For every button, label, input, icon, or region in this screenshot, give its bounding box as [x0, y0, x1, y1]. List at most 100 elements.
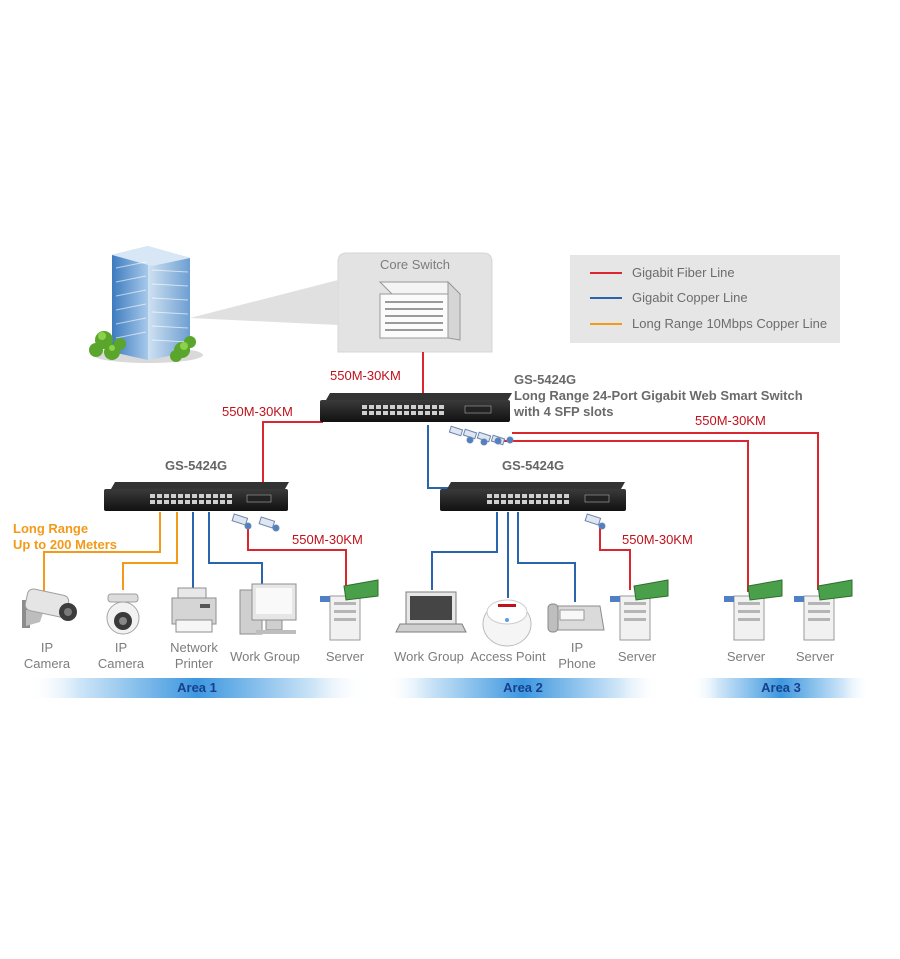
switch-port: [362, 405, 367, 409]
area3-server-1-icon: [724, 579, 783, 641]
main-switch-description-line2: with 4 SFP slots: [514, 404, 614, 419]
switch-port: [564, 500, 569, 504]
switch-port: [390, 405, 395, 409]
switch-port: [550, 494, 555, 498]
label-ip-phone-line2: Phone: [558, 656, 596, 671]
switch-port: [362, 411, 367, 415]
main-to-area3-server1-fiber: [500, 440, 749, 592]
switch-port: [536, 500, 541, 504]
switch-port: [543, 500, 548, 504]
area2-switch-label: GS-5424G: [502, 458, 565, 473]
sfp-modules-main: [448, 425, 514, 446]
label-area3-server-2: Server: [795, 649, 835, 664]
label-ip-camera-2-line2: Camera: [97, 656, 145, 671]
distance-area1-server: 550M-30KM: [292, 532, 363, 547]
switch-port: [543, 494, 548, 498]
main-to-area1-fiber: [262, 421, 323, 485]
switch-port: [150, 494, 155, 498]
switch-port: [206, 500, 211, 504]
distance-core-to-main: 550M-30KM: [330, 368, 401, 383]
distance-main-to-area1: 550M-30KM: [222, 404, 293, 419]
area-2-label: Area 2: [386, 678, 660, 698]
area1-server-icon: [320, 579, 379, 641]
label-network-printer-line1: Network: [170, 640, 218, 655]
switch-port: [178, 500, 183, 504]
core-switch-icon: [378, 280, 462, 341]
area-1-bar: [28, 678, 366, 698]
switch-port: [425, 411, 430, 415]
area-2-bar: [386, 678, 660, 698]
area1-camera1-longrange: [43, 512, 161, 593]
switch-port: [206, 494, 211, 498]
work-group-pc-icon: [239, 583, 297, 635]
switch-port: [192, 494, 197, 498]
area1-server-fiber: [247, 528, 347, 590]
core-switch-label: Core Switch: [379, 257, 451, 272]
area-3-label: Area 3: [692, 678, 870, 698]
area-1-label: Area 1: [28, 678, 366, 698]
main-to-area3-server2-fiber: [512, 432, 819, 590]
area2-workgroup-copper: [431, 512, 498, 590]
switch-port: [185, 500, 190, 504]
area-3-bar: [692, 678, 870, 698]
switch-port: [508, 500, 513, 504]
label-access-point: Access Point: [470, 649, 546, 664]
switch-port: [439, 411, 444, 415]
switch-port: [199, 494, 204, 498]
label-ip-phone-line1: IP: [570, 640, 584, 655]
switch-port: [522, 494, 527, 498]
switch-port: [164, 494, 169, 498]
switch-port: [501, 494, 506, 498]
label-ip-camera-1-line2: Camera: [23, 656, 71, 671]
switch-port: [376, 411, 381, 415]
legend-fiber-swatch: [590, 272, 622, 274]
switch-port: [515, 494, 520, 498]
switch-port: [418, 411, 423, 415]
label-ip-camera-1: IP Camera: [12, 640, 82, 672]
ip-camera-dome-icon: [106, 593, 140, 635]
label-ip-camera-2-line1: IP: [114, 640, 128, 655]
switch-port: [536, 494, 541, 498]
switch-port: [213, 494, 218, 498]
switch-port: [494, 500, 499, 504]
switch-port: [439, 405, 444, 409]
area-1-text: Area 1: [177, 680, 217, 695]
switch-port: [564, 494, 569, 498]
distance-area2-server: 550M-30KM: [622, 532, 693, 547]
legend-box: [570, 255, 840, 343]
switch-port: [227, 494, 232, 498]
label-area1-server: Server: [325, 649, 365, 664]
label-area3-server-1: Server: [726, 649, 766, 664]
area3-server-2-icon: [794, 579, 853, 641]
switch-port: [411, 405, 416, 409]
connections: [43, 352, 819, 602]
label-ip-phone: IP Phone: [547, 640, 607, 672]
switch-port: [171, 494, 176, 498]
switch-port: [164, 500, 169, 504]
area1-workgroup-copper: [208, 512, 263, 585]
switch-port: [411, 411, 416, 415]
switch-port: [487, 500, 492, 504]
switch-port: [157, 494, 162, 498]
switch-port: [199, 500, 204, 504]
legend-fiber-label: Gigabit Fiber Line: [632, 265, 735, 280]
switch-port: [487, 494, 492, 498]
area1-camera2-longrange: [122, 512, 178, 590]
legend-long-range-label: Long Range 10Mbps Copper Line: [632, 316, 828, 331]
switch-port: [369, 405, 374, 409]
label-ip-camera-1-line1: IP: [40, 640, 54, 655]
switch-port: [432, 411, 437, 415]
switch-port: [213, 500, 218, 504]
area2-server-fiber: [599, 528, 631, 590]
switch-port: [227, 500, 232, 504]
switch-port: [508, 494, 513, 498]
long-range-note-line2: Up to 200 Meters: [13, 537, 118, 552]
label-network-printer-line2: Printer: [174, 656, 214, 671]
switch-port: [220, 494, 225, 498]
switch-port: [529, 500, 534, 504]
switch-port: [171, 500, 176, 504]
sfp-modules-area2: [584, 513, 606, 530]
switch-port: [515, 500, 520, 504]
switch-port: [390, 411, 395, 415]
